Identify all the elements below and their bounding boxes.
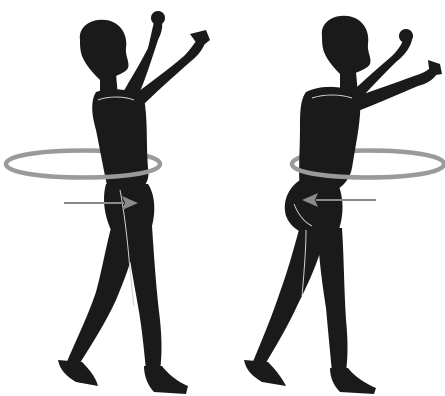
silhouette-right — [244, 16, 442, 394]
figure-left — [6, 11, 210, 394]
figure-right — [244, 16, 444, 394]
